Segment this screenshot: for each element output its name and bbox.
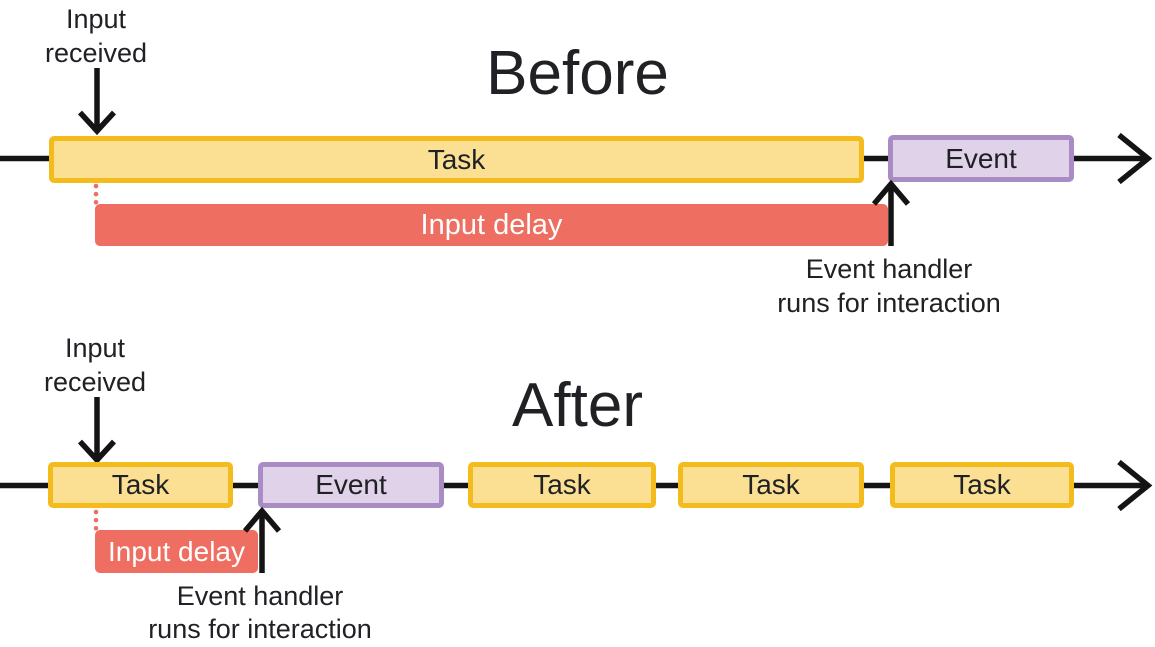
before-event-handler-arrow (871, 179, 911, 246)
before-event-handler-label: Event handler runs for interaction (749, 252, 1029, 320)
after-task-label-3: Task (742, 469, 800, 500)
after-task-label-1: Task (111, 469, 170, 500)
after-task-label-2: Task (533, 469, 591, 500)
after-event-handler-label: Event handler runs for interaction (120, 580, 400, 646)
before-task-bar: Task (49, 136, 864, 183)
after-input-delay-bar: Input delay (95, 530, 258, 573)
after-event-handler-line-1: Event handler (176, 581, 344, 611)
after-event-box: Event (258, 462, 444, 508)
before-input-delay-label: Input delay (420, 208, 563, 241)
before-event-handler-line-2: runs for interaction (777, 288, 1001, 318)
after-task-bar-1: Task (48, 462, 233, 508)
before-title: Before (486, 39, 669, 108)
after-task-bar-2: Task (468, 462, 656, 508)
before-event-handler-line-1: Event handler (805, 254, 973, 284)
after-title: After (512, 371, 643, 440)
after-task-bar-3: Task (678, 462, 864, 508)
after-event-label: Event (315, 469, 387, 500)
before-event-label: Event (945, 142, 1017, 174)
after-input-delay-label: Input delay (108, 535, 245, 567)
after-task-bar-4: Task (890, 462, 1074, 508)
before-task-label: Task (427, 143, 486, 175)
after-input-received-arrow (77, 397, 117, 465)
after-task-label-4: Task (953, 469, 1011, 500)
after-input-received-label: Input received (43, 333, 147, 397)
before-input-received-arrow (77, 68, 117, 136)
before-input-received-label: Input received (44, 4, 148, 68)
after-event-handler-arrow (242, 506, 282, 573)
before-event-box: Event (888, 135, 1074, 182)
after-event-handler-line-2: runs for interaction (148, 614, 372, 644)
before-input-delay-bar: Input delay (95, 204, 888, 246)
